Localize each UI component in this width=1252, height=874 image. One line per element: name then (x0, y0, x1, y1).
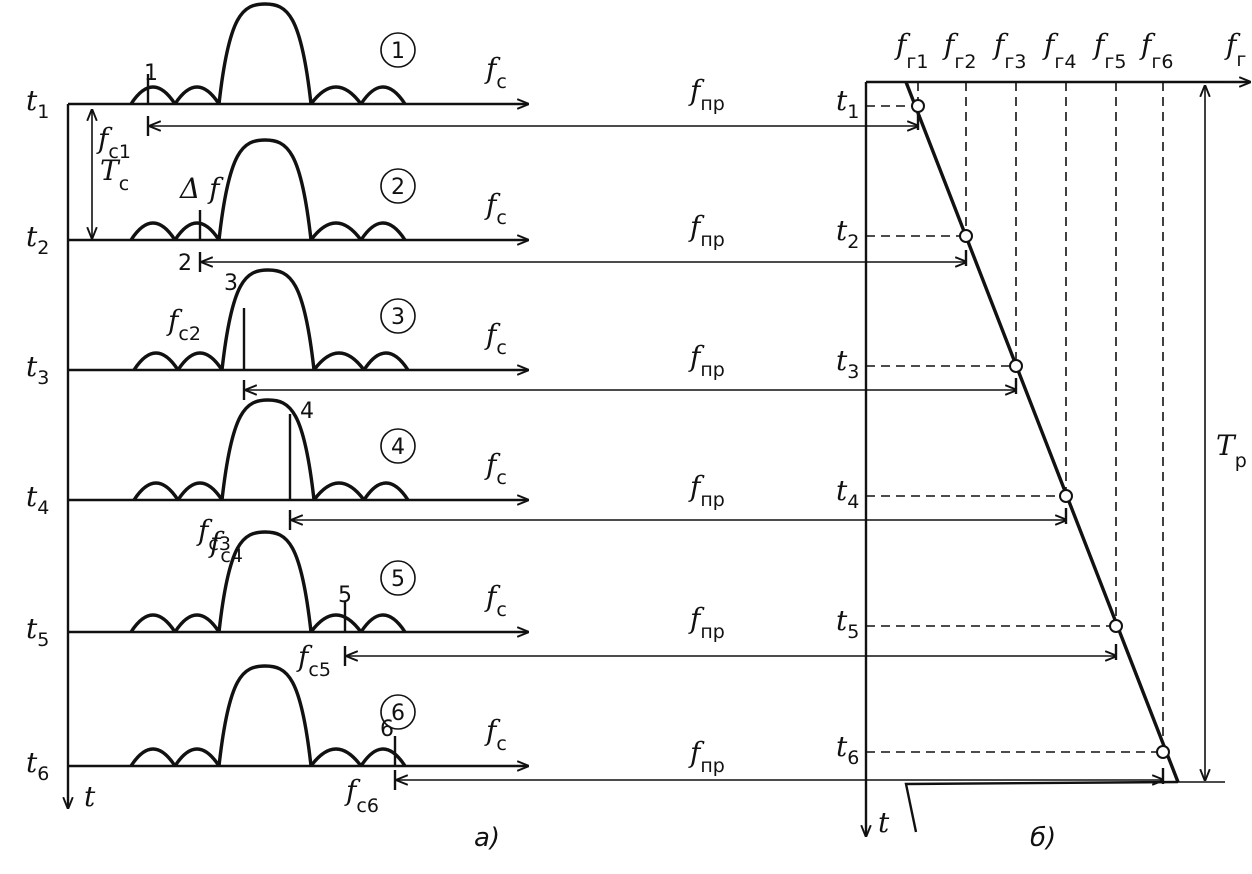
tick-label-g5: fг5 (1092, 28, 1126, 73)
tick-label-g6: fг6 (1139, 28, 1173, 73)
spectrum-envelope (129, 664, 407, 768)
panel-a-axis-t-label: t (84, 780, 96, 813)
fc-axis-label: fc (484, 52, 507, 93)
sweep-time-t3: t3 (836, 344, 859, 383)
fpr-label: fпр (688, 74, 725, 115)
fc-axis-label: fc (484, 318, 507, 359)
fc-label: fc2 (166, 304, 201, 345)
sweep-line (904, 81, 1180, 783)
row-number: 1 (391, 39, 405, 64)
row-number-circle (380, 560, 416, 596)
spectrum-envelope (132, 268, 410, 372)
time-label-t2: t2 (26, 220, 49, 259)
sweep-time-t4: t4 (836, 474, 859, 513)
sweep-point (1156, 745, 1170, 759)
fc-axis-label: fc (484, 580, 507, 621)
time-label-t6: t6 (26, 746, 49, 785)
spectrum-envelope (132, 398, 410, 502)
row-number-circle (380, 168, 416, 204)
marker-number: 5 (338, 583, 352, 608)
marker-number: 2 (178, 251, 192, 276)
fc-axis-label: fc (484, 448, 507, 489)
row-number: 5 (391, 567, 405, 592)
spectrum-envelope (129, 138, 407, 242)
row-number-circle (380, 298, 416, 334)
flyback-line (904, 780, 1179, 833)
fpr-label: fпр (688, 736, 725, 777)
time-label-t3: t3 (26, 350, 49, 389)
row-number: 2 (391, 175, 405, 200)
fc-label: fc4 (208, 526, 243, 567)
tick-label-g4: fг4 (1042, 28, 1076, 73)
fc-label: fc5 (296, 640, 331, 681)
time-label-t4: t4 (26, 480, 49, 519)
sweep-point (959, 229, 973, 243)
fpr-label: fпр (688, 210, 725, 251)
marker-number: 4 (300, 399, 314, 424)
sweep-point (1009, 359, 1023, 373)
panel-b-axis-f-label: fг (1224, 28, 1246, 71)
fpr-label: fпр (688, 470, 725, 511)
spectrum-row-6: 66 t6 fc fпр fc5 (26, 640, 725, 785)
fpr-label: fпр (688, 340, 725, 381)
sweep-time-t2: t2 (836, 214, 859, 253)
fpr-label: fпр (688, 602, 725, 643)
spectrum-row-5: 5 5 t5 fc fпр fc4 (26, 526, 725, 651)
row-number: 6 (391, 701, 405, 726)
row-number-circle (380, 694, 416, 730)
spectrum-envelope (129, 2, 407, 106)
panel-b-axis-t-label: t (878, 806, 890, 839)
fc-axis-label: fc (484, 714, 507, 755)
tick-label-g3: fг3 (992, 28, 1026, 73)
sweep-time-t6: t6 (836, 730, 859, 769)
marker-number: 3 (224, 271, 238, 296)
fc-axis-label: fc (484, 188, 507, 229)
row-number: 4 (391, 435, 405, 460)
sweep-time-t1: t1 (836, 84, 859, 123)
tick-label-g1: fг1 (894, 28, 928, 73)
panel-a-caption: a) (474, 823, 500, 853)
tick-label-g2: fг2 (942, 28, 976, 73)
fc-label-last: fc6 (344, 774, 379, 817)
sweep-point (1059, 489, 1073, 503)
row-number-circle (380, 32, 416, 68)
spectrum-envelope (129, 530, 407, 634)
row-number: 3 (391, 305, 405, 330)
tc-label: Tc (100, 154, 129, 195)
marker-number: 1 (144, 61, 158, 86)
panel-b-caption: б) (1030, 823, 1056, 853)
time-label-t1: t1 (26, 84, 49, 123)
delta-f-label: Δ f (179, 172, 224, 205)
sweep-time-t5: t5 (836, 604, 859, 643)
marker-number: 6 (380, 717, 394, 742)
row-number-circle (380, 428, 416, 464)
tp-label: Tр (1216, 429, 1247, 472)
sweep-point (1109, 619, 1123, 633)
sweep-point (911, 99, 925, 113)
time-label-t5: t5 (26, 612, 49, 651)
spectrum-row-3: 3 3 t3 fc fпр fc2 (26, 268, 725, 389)
